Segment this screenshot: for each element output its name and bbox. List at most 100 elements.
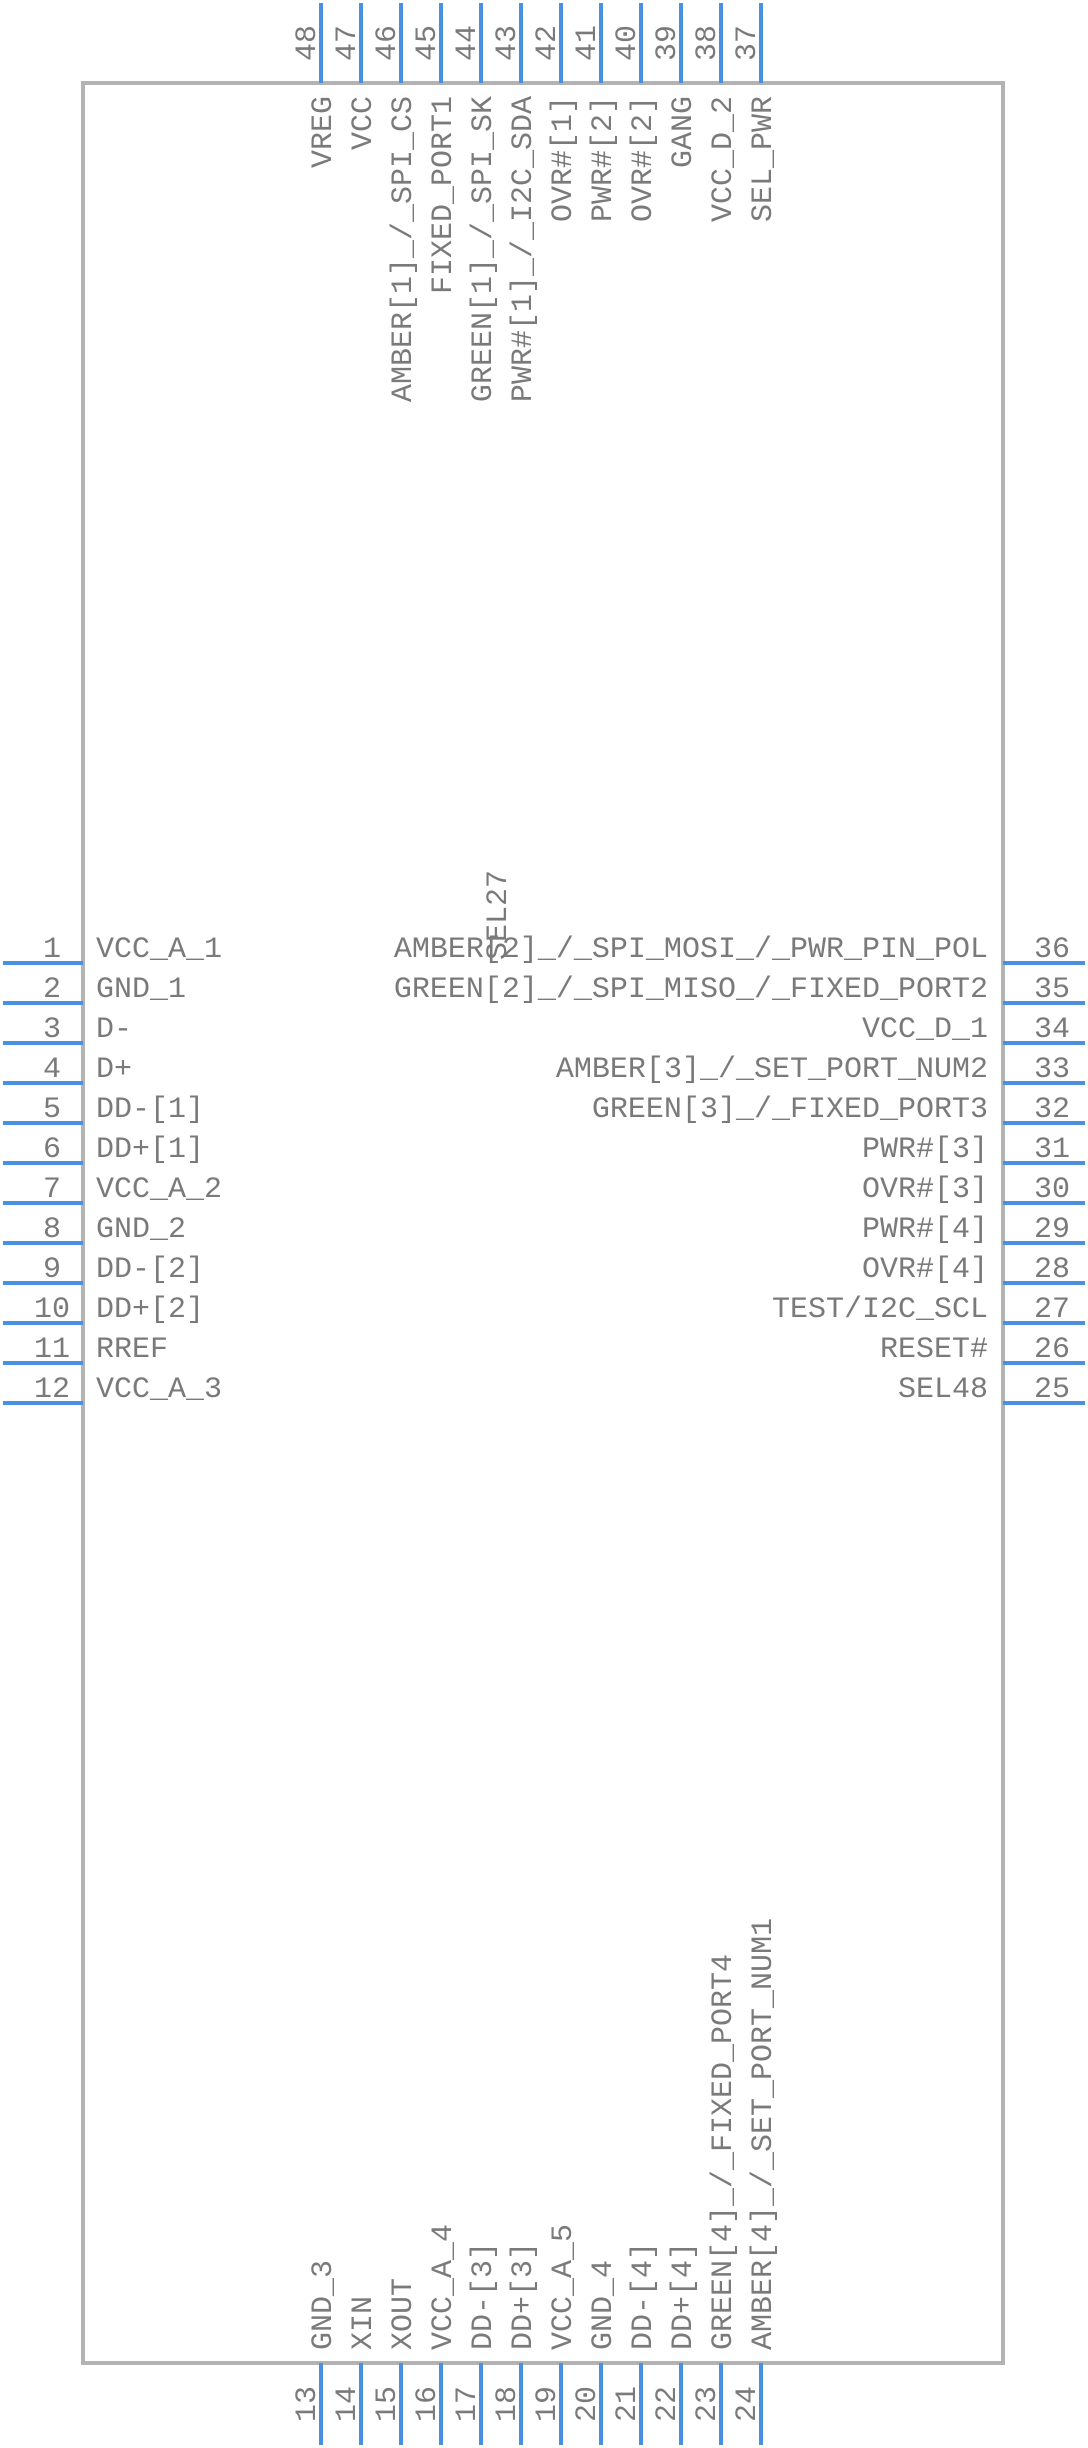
pin-1-label: VCC_A_1 — [96, 933, 222, 967]
pin-46-number: 46 — [371, 25, 405, 61]
pin-27-label: TEST/I2C_SCL — [772, 1293, 988, 1327]
pin-26-label: RESET# — [880, 1333, 988, 1367]
pin-21-label: DD-[4] — [627, 2242, 661, 2350]
pin-35-label: GREEN[2]_/_SPI_MISO_/_FIXED_PORT2 — [394, 973, 988, 1007]
pin-37-number: 37 — [731, 25, 765, 61]
pin-44-number: 44 — [451, 25, 485, 61]
pin-44-label: GREEN[1]_/_SPI_SK — [467, 96, 501, 402]
pin-17-label: DD-[3] — [467, 2242, 501, 2350]
pin-18-label: DD+[3] — [507, 2242, 541, 2350]
pin-7-number: 7 — [43, 1173, 61, 1207]
pin-3-label: D- — [96, 1013, 132, 1047]
bottom-pin-group: 13 GND_3 14 XIN 15 XOUT 16 VCC_A_4 17 DD-[3] 18 DD+… — [291, 1918, 781, 2445]
pin-21-number: 21 — [611, 2386, 645, 2422]
pin-45-label: FIXED_PORT1 — [427, 96, 461, 294]
right-pin-group: 36AMBER[2]_/_SPI_MOSI_/_PWR_PIN_POL35GRE… — [394, 933, 1085, 1407]
pin-33-number: 33 — [1034, 1053, 1070, 1087]
pin-42-label: OVR#[1] — [547, 96, 581, 222]
pin-16-label: VCC_A_4 — [427, 2224, 461, 2350]
pin-5-number: 5 — [43, 1093, 61, 1127]
pin-3-number: 3 — [43, 1013, 61, 1047]
pin-4-number: 4 — [43, 1053, 61, 1087]
pin-43-number: 43 — [491, 25, 525, 61]
pin-47-number: 47 — [331, 25, 365, 61]
pin-10-number: 10 — [34, 1293, 70, 1327]
pin-24-label: AMBER[4]_/_SET_PORT_NUM1 — [747, 1918, 781, 2350]
pin-28-label: OVR#[4] — [862, 1253, 988, 1287]
pin-10-label: DD+[2] — [96, 1293, 204, 1327]
pin-37-label: SEL_PWR — [747, 96, 781, 222]
pin-25-label: SEL48 — [898, 1373, 988, 1407]
pin-18-number: 18 — [491, 2386, 525, 2422]
pin-38-number: 38 — [691, 25, 725, 61]
pin-42-number: 42 — [531, 25, 565, 61]
pin-39-number: 39 — [651, 25, 685, 61]
pin-5-label: DD-[1] — [96, 1093, 204, 1127]
pin-40-number: 40 — [611, 25, 645, 61]
pin-34-label: VCC_D_1 — [862, 1013, 988, 1047]
pin-22-label: DD+[4] — [667, 2242, 701, 2350]
pin-6-number: 6 — [43, 1133, 61, 1167]
pin-39-label: GANG — [667, 96, 701, 168]
pin-46-label: AMBER[1]_/_SPI_CS — [387, 96, 421, 402]
pin-45-number: 45 — [411, 25, 445, 61]
pin-16-number: 16 — [411, 2386, 445, 2422]
pin-12-label: VCC_A_3 — [96, 1373, 222, 1407]
pin-20-number: 20 — [571, 2386, 605, 2422]
pin-33-label: AMBER[3]_/_SET_PORT_NUM2 — [556, 1053, 988, 1087]
pin-47-label: VCC — [347, 96, 381, 150]
pin-22-number: 22 — [651, 2386, 685, 2422]
pin-38-label: VCC_D_2 — [707, 96, 741, 222]
pin-23-number: 23 — [691, 2386, 725, 2422]
pin-8-label: GND_2 — [96, 1213, 186, 1247]
pin-32-label: GREEN[3]_/_FIXED_PORT3 — [592, 1093, 988, 1127]
pin-1-number: 1 — [43, 933, 61, 967]
pin-11-label: RREF — [96, 1333, 168, 1367]
pin-19-number: 19 — [531, 2386, 565, 2422]
pin-27-number: 27 — [1034, 1293, 1070, 1327]
pin-29-label: PWR#[4] — [862, 1213, 988, 1247]
pin-15-number: 15 — [371, 2386, 405, 2422]
pin-30-number: 30 — [1034, 1173, 1070, 1207]
pin-48-label: VREG — [307, 96, 341, 168]
pin-40-label: OVR#[2] — [627, 96, 661, 222]
pin-7-label: VCC_A_2 — [96, 1173, 222, 1207]
pin-41-number: 41 — [571, 25, 605, 61]
pin-4-label: D+ — [96, 1053, 132, 1087]
pin-2-number: 2 — [43, 973, 61, 1007]
pin-12-number: 12 — [34, 1373, 70, 1407]
pin-9-label: DD-[2] — [96, 1253, 204, 1287]
pin-25-number: 25 — [1034, 1373, 1070, 1407]
pin-14-label: XIN — [347, 2296, 381, 2350]
pin-9-number: 9 — [43, 1253, 61, 1287]
pin-34-number: 34 — [1034, 1013, 1070, 1047]
pin-36-label: AMBER[2]_/_SPI_MOSI_/_PWR_PIN_POL — [394, 933, 988, 967]
pin-35-number: 35 — [1034, 973, 1070, 1007]
pin-36-number: 36 — [1034, 933, 1070, 967]
pin-23-label: GREEN[4]_/_FIXED_PORT4 — [707, 1954, 741, 2350]
pin-32-number: 32 — [1034, 1093, 1070, 1127]
pin-13-label: GND_3 — [307, 2260, 341, 2350]
pin-41-label: PWR#[2] — [587, 96, 621, 222]
pin-31-number: 31 — [1034, 1133, 1070, 1167]
pin-14-number: 14 — [331, 2386, 365, 2422]
pin-11-number: 11 — [34, 1333, 70, 1367]
pin-24-number: 24 — [731, 2386, 765, 2422]
pin-2-label: GND_1 — [96, 973, 186, 1007]
pin-29-number: 29 — [1034, 1213, 1070, 1247]
pin-28-number: 28 — [1034, 1253, 1070, 1287]
pin-31-label: PWR#[3] — [862, 1133, 988, 1167]
pin-48-number: 48 — [291, 25, 325, 61]
pin-15-label: XOUT — [387, 2278, 421, 2350]
ic-body — [81, 81, 1005, 2365]
pin-17-number: 17 — [451, 2386, 485, 2422]
sel27-label: SEL27 — [482, 870, 516, 960]
pin-30-label: OVR#[3] — [862, 1173, 988, 1207]
pin-43-label: PWR#[1]_/_I2C_SDA — [507, 96, 541, 402]
pin-19-label: VCC_A_5 — [547, 2224, 581, 2350]
pin-26-number: 26 — [1034, 1333, 1070, 1367]
pin-13-number: 13 — [291, 2386, 325, 2422]
